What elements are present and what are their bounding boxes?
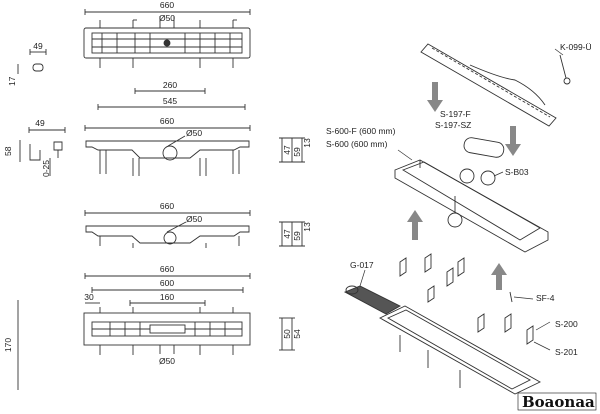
bottom-160-label: 160	[160, 292, 174, 302]
foot-58-label: 58	[3, 146, 13, 156]
brand-name: Boaonaa	[522, 393, 595, 411]
part-s197sz: S-197-SZ	[435, 120, 471, 130]
side1-h47-label: 47	[282, 145, 292, 155]
side2-h59-label: 59	[292, 231, 302, 241]
part-s600: S-600 (600 mm)	[326, 139, 388, 149]
bottom-50-label: 50	[282, 329, 292, 339]
side2-h47-label: 47	[282, 229, 292, 239]
bottom-view	[17, 273, 295, 390]
outlet-detail	[17, 49, 47, 74]
side2-diameter-label: Ø50	[186, 214, 202, 224]
part-s197f: S-197-F	[440, 109, 471, 119]
part-k099: K-099-Ü	[560, 42, 592, 52]
pipe-width-label: 49	[33, 41, 43, 51]
bottom-54-label: 54	[292, 329, 302, 339]
side1-h13-label: 13	[302, 138, 312, 148]
bottom-600-label: 600	[160, 278, 174, 288]
foot-detail	[19, 127, 66, 176]
side2-h13-label: 13	[302, 222, 312, 232]
part-s201: S-201	[555, 347, 578, 357]
foot-range-label: 0-25	[41, 160, 51, 177]
brand-logo: Boaonaa	[517, 392, 597, 411]
side1-545-label: 545	[163, 96, 177, 106]
part-sf4: SF-4	[536, 293, 555, 303]
side2-660-label: 660	[160, 201, 174, 211]
bottom-170-label: 170	[3, 338, 13, 352]
top-diameter-label: Ø50	[159, 13, 175, 23]
bottom-diameter-label: Ø50	[159, 356, 175, 366]
part-s200: S-200	[555, 319, 578, 329]
exploded-view	[343, 43, 571, 395]
bottom-660-label: 660	[160, 264, 174, 274]
depth-label: 17	[7, 76, 17, 86]
part-s600f: S-600-F (600 mm)	[326, 126, 396, 136]
side1-diameter-label: Ø50	[186, 128, 202, 138]
top-width-label: 660	[160, 0, 174, 10]
part-g017: G-017	[350, 260, 374, 270]
side1-660-label: 660	[160, 116, 174, 126]
side-view-1	[84, 88, 305, 176]
side1-h59-label: 59	[292, 147, 302, 157]
top-view	[83, 9, 251, 68]
bottom-30-label: 30	[84, 292, 94, 302]
side-view-2	[84, 210, 305, 248]
part-sb03: S-B03	[505, 167, 529, 177]
foot-49-label: 49	[35, 118, 45, 128]
side1-260-label: 260	[163, 80, 177, 90]
